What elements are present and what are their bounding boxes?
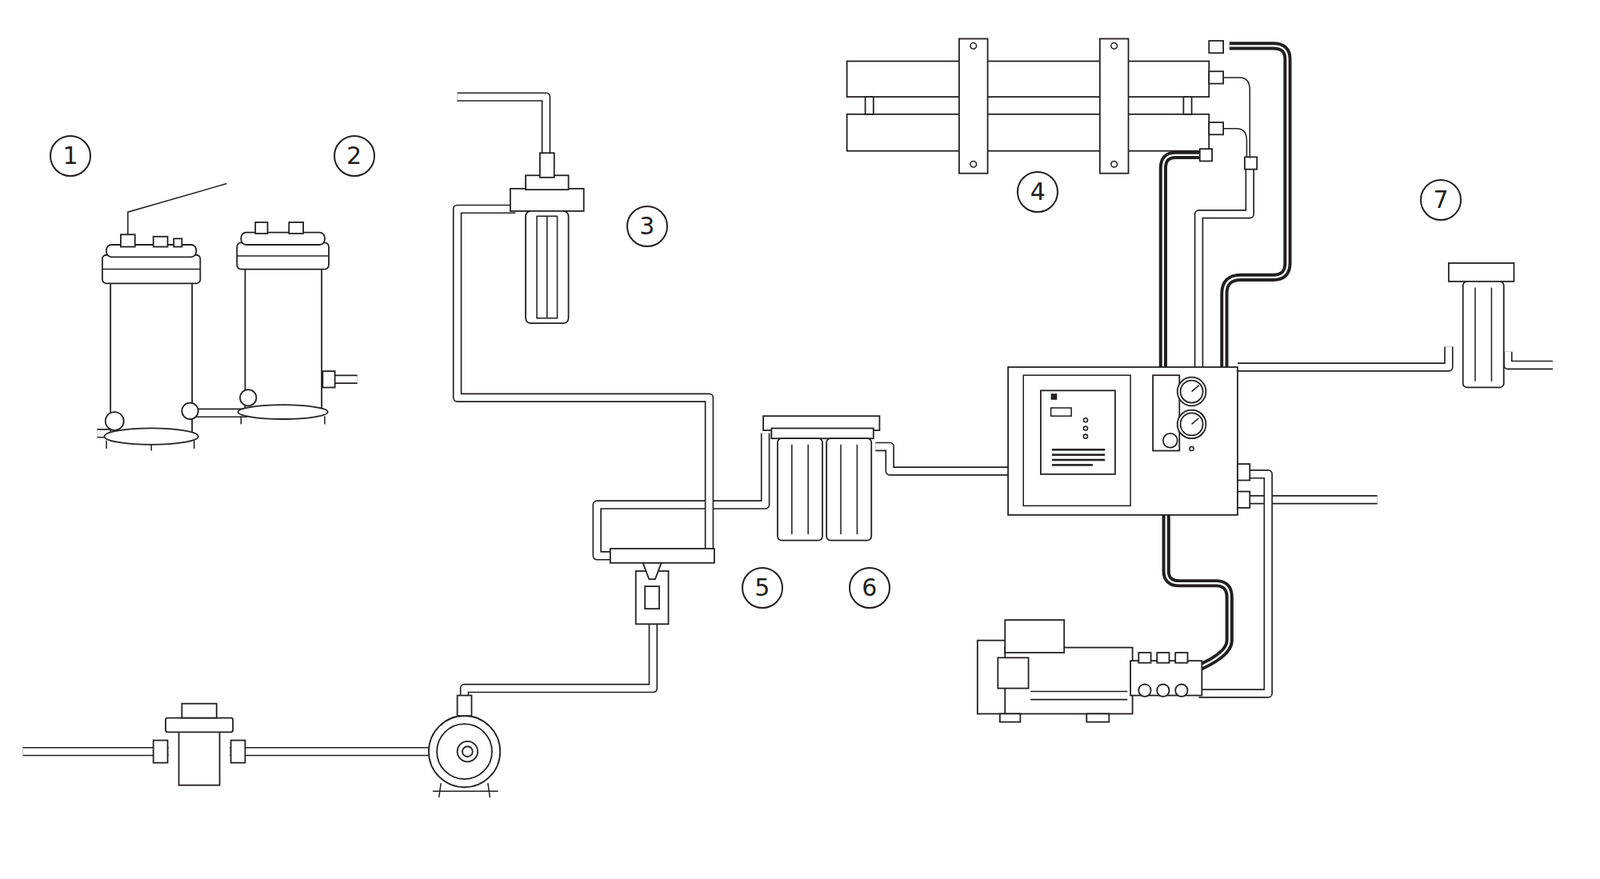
tank-filter xyxy=(236,222,335,424)
callout-text: 1 xyxy=(62,144,78,168)
callout-number: 6 xyxy=(848,567,891,609)
cartridge-filter xyxy=(510,152,584,324)
callout-number: 4 xyxy=(1016,171,1059,213)
pipes xyxy=(22,96,1552,752)
callout-text: 5 xyxy=(754,576,770,600)
callout-number: 3 xyxy=(626,205,668,248)
callout-number: 7 xyxy=(1420,179,1462,221)
callout-text: 3 xyxy=(639,214,655,239)
callout-text: 2 xyxy=(346,144,362,168)
cartridge-filter xyxy=(1448,263,1515,388)
callout-text: 6 xyxy=(861,576,877,600)
callout-number: 1 xyxy=(49,135,92,177)
motor-pump xyxy=(977,620,1202,722)
callout-text: 4 xyxy=(1030,180,1046,204)
valve xyxy=(610,548,715,624)
boost-pump xyxy=(428,696,500,798)
strainer xyxy=(153,704,246,786)
membrane-vessels xyxy=(847,38,1258,173)
callout-number: 2 xyxy=(333,135,376,177)
tank-filter xyxy=(102,234,200,451)
callout-text: 7 xyxy=(1432,188,1448,212)
control-panel xyxy=(1008,367,1250,516)
cartridge-filter-pair xyxy=(763,416,880,541)
callout-number: 5 xyxy=(741,567,784,609)
